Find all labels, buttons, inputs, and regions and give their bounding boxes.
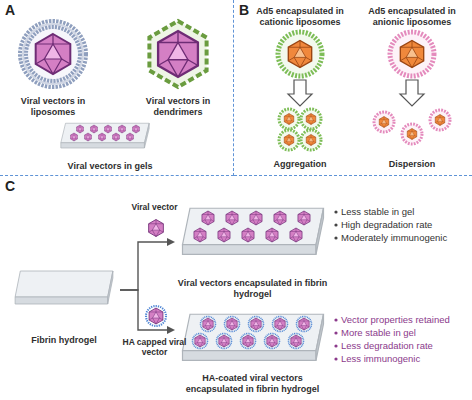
bullet-dots: [334, 210, 337, 360]
caption: Fibrin hydrogel: [8, 335, 120, 346]
gel-dish: [183, 314, 324, 360]
cationic-liposome: Ad5 encapsulated in cationic liposomes: [245, 6, 355, 80]
gel-dish: [61, 123, 149, 148]
gel-vectors: [71, 125, 140, 141]
dendrimer-vector: Viral vectors in dendrimers: [128, 16, 228, 118]
caption: Dispersion: [367, 159, 457, 170]
fibrin-hydrogel: Fibrin hydrogel: [8, 266, 120, 346]
ha-vector-icon: [146, 306, 166, 326]
anionic-liposome: Ad5 encapsulated in anionic liposomes: [357, 6, 467, 80]
liposome-vector: Viral vectors in liposomes: [6, 16, 100, 118]
connector-arrow: [120, 238, 175, 290]
panel: AViral vectors in liposomesViral vectors…: [0, 0, 234, 176]
property-note: Moderately immunogenic: [341, 232, 447, 243]
panel-letter: A: [5, 2, 15, 18]
property-note: Less degradation rate: [341, 340, 433, 351]
connector-arrow: [120, 290, 175, 334]
caption: Viral vectors in dendrimers: [128, 96, 228, 118]
encapsulated-gel: Viral vectors encapsulated in fibrin hyd…: [175, 200, 330, 300]
aggregate-cluster: [279, 109, 321, 150]
caption: Ad5 encapsulated in cationic liposomes: [245, 6, 355, 28]
caption: Viral vectors in gels: [48, 161, 172, 172]
dendrimer-illustration: [149, 21, 206, 87]
encapsulated-vectors: [194, 211, 310, 242]
connector-arrow: [400, 80, 424, 106]
panel-letter: B: [239, 2, 249, 18]
panel: BAd5 encapsulated in cationic liposomesA…: [234, 0, 472, 176]
fibrin-dish: [15, 271, 113, 304]
aggregate: Aggregation: [255, 106, 345, 170]
connector-arrow: [288, 80, 312, 106]
panel-letter: C: [5, 178, 15, 194]
property-note: Less immunogenic: [341, 353, 420, 364]
caption: Viral vectors in liposomes: [6, 96, 100, 118]
anionic-liposome-illustration: [390, 32, 434, 76]
property-note: Vector properties retained: [341, 314, 450, 325]
caption: Viral vectors encapsulated in fibrin hyd…: [175, 278, 330, 300]
caption: Aggregation: [255, 159, 345, 170]
ha-coated-vectors: [193, 317, 312, 349]
ha-coated-gel: HA-coated viral vectors encapsulated in …: [175, 305, 330, 395]
cationic-liposome-illustration: [278, 32, 322, 76]
edge-label: HA capped viral vector: [123, 337, 187, 357]
liposome-illustration: [20, 21, 86, 87]
gel-dish: [183, 208, 324, 254]
caption: HA-coated viral vectors encapsulated in …: [175, 373, 330, 395]
property-note: High degradation rate: [341, 219, 432, 230]
property-note: Less stable in gel: [341, 206, 414, 217]
caption: Ad5 encapsulated in anionic liposomes: [357, 6, 467, 28]
edge-label: Viral vector: [123, 202, 187, 212]
property-note: More stable in gel: [341, 327, 416, 338]
dispersed-particles: [374, 110, 450, 144]
viral-vector-icon: [149, 220, 164, 237]
gel-vector: Viral vectors in gels: [48, 119, 172, 172]
dispersion: Dispersion: [367, 106, 457, 170]
